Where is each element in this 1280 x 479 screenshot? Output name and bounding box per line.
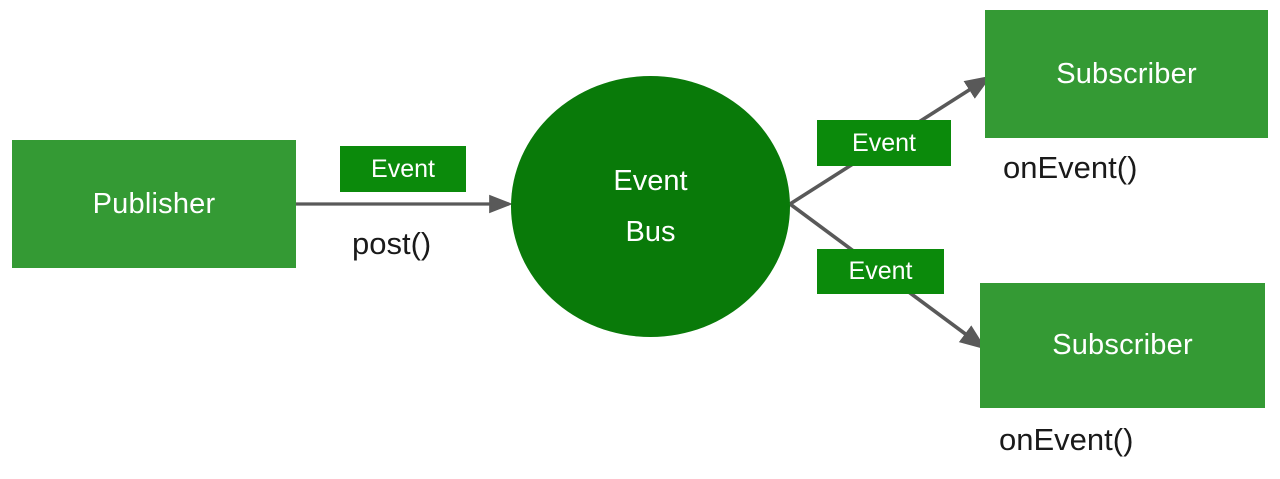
caption-post: post() — [352, 226, 432, 261]
node-subscriber-bottom-label: Subscriber — [1052, 329, 1193, 361]
chip-publish-event-label: Event — [371, 154, 435, 183]
chip-deliver-event-bottom-label: Event — [848, 257, 913, 285]
chip-publish-event[interactable]: Event — [340, 146, 466, 192]
caption-on-event-top: onEvent() — [1003, 150, 1138, 185]
node-subscriber-top-label: Subscriber — [1056, 57, 1197, 90]
node-publisher-label: Publisher — [92, 187, 216, 220]
node-subscriber-top[interactable]: Subscriber — [985, 10, 1268, 138]
node-event-bus-label-line2: Bus — [625, 215, 676, 248]
chip-deliver-event-top[interactable]: Event — [817, 120, 951, 166]
node-publisher[interactable]: Publisher — [12, 140, 296, 268]
chip-deliver-event-bottom[interactable]: Event — [817, 249, 944, 294]
node-event-bus-label-line1: Event — [613, 164, 688, 197]
node-event-bus[interactable]: Event Bus — [511, 76, 790, 337]
caption-on-event-bottom: onEvent() — [999, 422, 1134, 457]
node-subscriber-bottom[interactable]: Subscriber — [980, 283, 1265, 408]
chip-deliver-event-top-label: Event — [852, 128, 916, 157]
